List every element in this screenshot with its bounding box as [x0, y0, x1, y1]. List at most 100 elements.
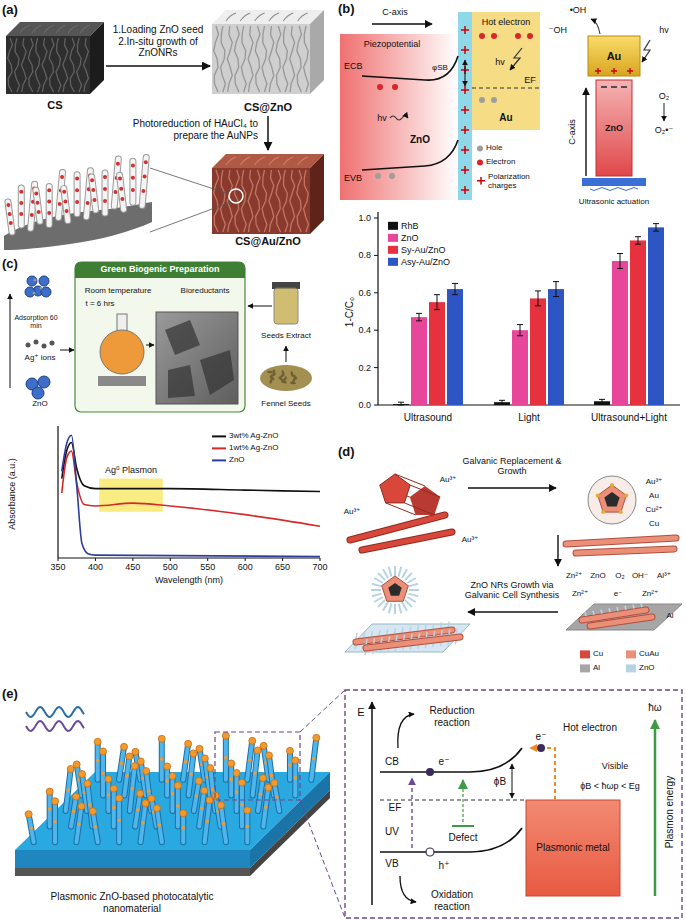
- plasmonic-cap: [78, 803, 85, 810]
- line-stroke: [425, 624, 426, 630]
- node-text: Green Biogenic Preparation: [100, 264, 219, 274]
- line-stroke: [180, 813, 186, 842]
- plasmonic-cap: [94, 738, 101, 745]
- line-stroke: [66, 769, 71, 811]
- plasmonic-particle: [211, 788, 215, 792]
- plasmonic-cap: [110, 785, 117, 792]
- sponge-texture: [241, 170, 246, 232]
- line-stroke: [380, 800, 526, 801]
- sponge-front: [6, 36, 90, 94]
- plasmonic-particle: [117, 818, 121, 822]
- line-stroke: [602, 399, 603, 403]
- legend-item: ZnO: [212, 455, 245, 464]
- line-stroke: [170, 776, 176, 811]
- gold-nanoparticle: [141, 189, 145, 193]
- line-stroke: [512, 764, 513, 798]
- sponge-texture: [283, 170, 288, 232]
- line-stroke: [320, 558, 321, 561]
- spectrum-curve: [62, 435, 320, 556]
- vial: [274, 288, 298, 324]
- line-stroke: [407, 578, 416, 583]
- line-stroke: [553, 296, 559, 297]
- annotation-label: Zn²⁺: [642, 589, 658, 598]
- bar: [447, 289, 463, 405]
- plasmonic-cap: [142, 800, 149, 807]
- plasmonic-particle: [120, 762, 124, 766]
- annotation-label: Ag⁰ Plasmon: [105, 465, 157, 475]
- line-stroke: [164, 766, 170, 795]
- sponge-texture: [240, 13, 250, 21]
- annotation-label: Au³⁺: [646, 477, 663, 486]
- line-stroke: [183, 744, 188, 780]
- plasmonic-cap: [271, 780, 278, 787]
- annotation-label: Al: [666, 611, 673, 620]
- line-stroke: [365, 651, 366, 655]
- line-stroke: [389, 604, 392, 614]
- inset-circle: [588, 476, 636, 524]
- line-stroke: [223, 736, 229, 780]
- gold-nanoparticle: [8, 212, 12, 216]
- line-stroke: [150, 168, 229, 194]
- line-stroke: [371, 589, 381, 591]
- process-box: Green Biogenic Preparation: [75, 262, 245, 412]
- line-stroke: [132, 558, 133, 561]
- ag-ion: [26, 343, 31, 348]
- sponge-side: [90, 22, 104, 94]
- legend-item: Polarization charges: [477, 172, 540, 190]
- gold-nanoparticle: [131, 188, 135, 192]
- line-stroke: [288, 751, 292, 780]
- sample-panel: CS@ZnO: [210, 4, 326, 116]
- line-stroke: [386, 503, 416, 515]
- line-stroke: [633, 605, 634, 609]
- line-stroke: [372, 584, 382, 587]
- line-stroke: [517, 335, 523, 336]
- annotation-label: hv: [377, 113, 387, 123]
- line-stroke: [105, 779, 111, 811]
- node-text: Plasmonic metal: [536, 842, 609, 854]
- line-stroke: [472, 88, 540, 89]
- hot-electron-dot: [491, 33, 497, 39]
- sponge-texture: [8, 38, 13, 92]
- plus-charge: [461, 126, 469, 134]
- ag-dot: [33, 292, 36, 295]
- annotation-label: 1-C/C₀: [344, 297, 356, 327]
- annotation-label: φSB: [432, 63, 448, 72]
- annotation-label: Fennel Seeds: [261, 399, 310, 408]
- electron-dot: [377, 84, 383, 90]
- line-stroke: [409, 584, 419, 587]
- line-stroke: [389, 636, 390, 642]
- line-stroke: [171, 776, 175, 811]
- plasmonic-cap: [313, 734, 320, 741]
- annotation-label: ZnO: [32, 399, 48, 408]
- seed: [282, 376, 287, 382]
- line-stroke: [47, 186, 52, 224]
- plasmonic-cap: [105, 776, 112, 783]
- annotation-label: 600: [238, 562, 253, 572]
- line-stroke: [611, 86, 617, 87]
- line-stroke: [228, 763, 234, 795]
- plasmonic-particle: [259, 793, 263, 797]
- line-stroke: [499, 400, 505, 401]
- line-stroke: [240, 783, 244, 827]
- plasmonic-cap: [174, 782, 181, 789]
- annotation-label: Au³⁺: [440, 475, 457, 484]
- line-stroke: [53, 801, 57, 842]
- line-stroke: [387, 629, 388, 635]
- line-stroke: [553, 281, 559, 282]
- plasmonic-cap: [207, 765, 214, 772]
- au-dot: [624, 493, 628, 497]
- piezo-schematic: [582, 19, 664, 191]
- plus-charge: [461, 146, 469, 154]
- hole-dot: [491, 97, 497, 103]
- seed: [292, 374, 298, 380]
- conduction-band: [362, 56, 458, 80]
- base-plate: [582, 178, 646, 186]
- line-stroke: [95, 558, 96, 561]
- sponge-texture: [235, 170, 240, 232]
- gold-nanoparticle: [37, 210, 41, 214]
- ultrasound-wave: [590, 188, 638, 191]
- zno-sphere: [38, 376, 50, 388]
- zoom-circle: [229, 189, 243, 203]
- legend-swatch: [477, 177, 485, 185]
- line-stroke: [282, 558, 283, 561]
